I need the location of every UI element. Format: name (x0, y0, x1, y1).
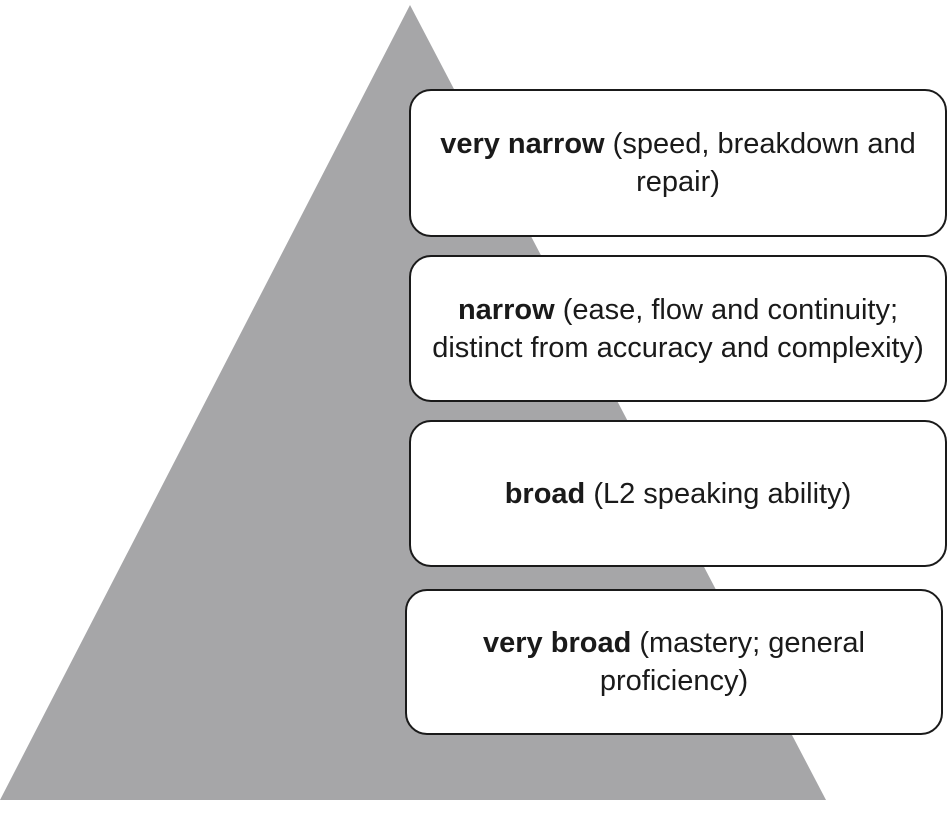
level-narrow-text: narrow (ease, flow and continuity; disti… (429, 291, 927, 367)
level-very-narrow-box: very narrow (speed, breakdown and repair… (409, 89, 947, 237)
level-broad-box: broad (L2 speaking ability) (409, 420, 947, 567)
level-narrow-term: narrow (457, 293, 555, 326)
level-broad-text: broad (L2 speaking ability) (505, 475, 852, 513)
level-very-narrow-text: very narrow (speed, breakdown and repair… (429, 125, 927, 201)
level-very-broad-term: very broad (483, 627, 632, 659)
level-broad-term: broad (504, 477, 586, 510)
level-very-broad-text: very broad (mastery; general proficiency… (425, 624, 923, 700)
level-very-narrow-description: (speed, breakdown and repair) (604, 128, 916, 198)
level-very-broad-description: (mastery; general proficiency) (599, 627, 865, 697)
level-narrow-description: (ease, flow and continuity; distinct fro… (432, 293, 924, 364)
level-very-broad-box: very broad (mastery; general proficiency… (405, 589, 943, 735)
level-very-narrow-term: very narrow (440, 128, 605, 160)
level-broad-description: (L2 speaking ability) (585, 477, 852, 510)
level-narrow-box: narrow (ease, flow and continuity; disti… (409, 255, 947, 402)
